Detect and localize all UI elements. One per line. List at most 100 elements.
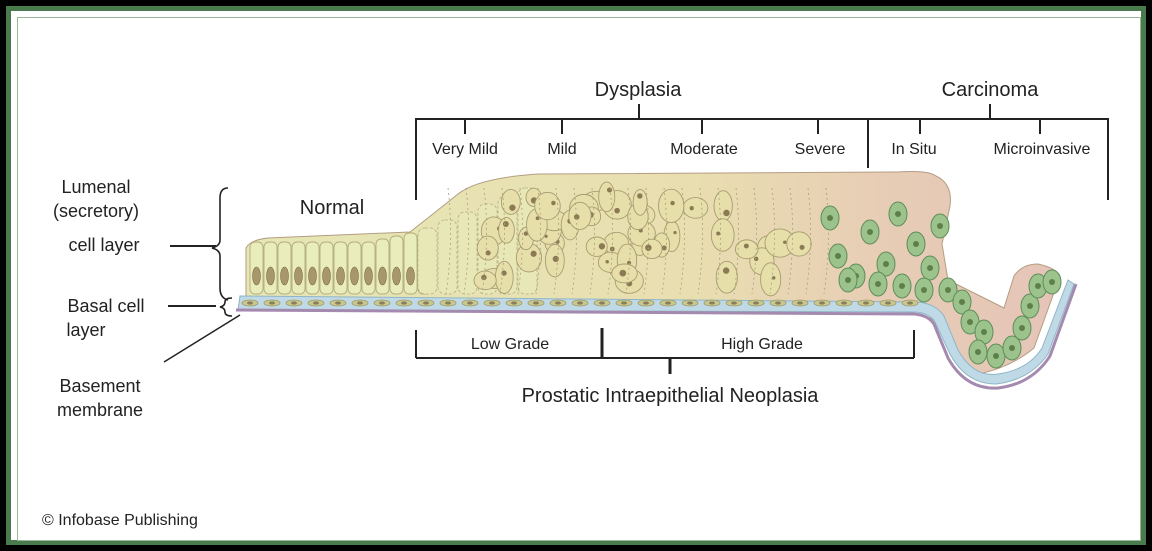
basal-nucleus-core (621, 301, 627, 304)
diagram-panel: Dysplasia Carcinoma Very Mild Mild Moder… (17, 17, 1141, 541)
basal-nucleus-core (885, 301, 891, 304)
nucleolus (645, 244, 652, 251)
basal-nucleus-core (753, 301, 759, 304)
low-grade-label: Low Grade (471, 336, 549, 353)
basal-cells (242, 300, 918, 306)
dysplastic-nucleus (569, 202, 591, 229)
basal-nucleus-core (687, 301, 693, 304)
basal-nucleus-core (709, 301, 715, 304)
columnar-cell (418, 228, 437, 294)
dysplastic-nucleus (683, 198, 708, 219)
tumor-nucleolus (959, 299, 965, 305)
carcinoma-label: Carcinoma (942, 79, 1040, 101)
columnar-nucleus (365, 267, 373, 285)
basal-nucleus-core (797, 301, 803, 304)
nucleolus (509, 205, 515, 211)
lumenal-brace (212, 188, 228, 300)
basal-brace (220, 298, 232, 316)
dysplastic-nucleus (787, 232, 811, 256)
basal-nucleus-core (577, 301, 583, 304)
tumor-nucleolus (827, 215, 833, 221)
tumor-nucleolus (1009, 345, 1015, 351)
nucleolus (673, 231, 676, 234)
tumor-nucleolus (967, 319, 973, 325)
nucleolus (670, 201, 674, 205)
copyright-label: © Infobase Publishing (42, 512, 198, 529)
basal-label-line2: layer (66, 320, 105, 340)
basal-nucleus-core (357, 301, 363, 304)
basal-nucleus-core (907, 301, 913, 304)
basal-nucleus-core (863, 301, 869, 304)
dysplastic-nucleus (711, 219, 734, 251)
basal-nucleus-core (335, 301, 341, 304)
tumor-nucleolus (875, 281, 881, 287)
tumor-nucleolus (921, 287, 927, 293)
nucleolus (690, 206, 694, 210)
basal-nucleus-core (291, 301, 297, 304)
columnar-nucleus (351, 267, 359, 285)
in-situ-label: In Situ (891, 141, 936, 158)
mild-label: Mild (547, 141, 576, 158)
basal-nucleus-core (555, 301, 561, 304)
basal-nucleus-core (247, 301, 253, 304)
columnar-nucleus (323, 267, 331, 285)
basal-nucleus-core (269, 301, 275, 304)
high-grade-label: High Grade (721, 336, 803, 353)
columnar-nucleus (253, 267, 261, 285)
tumor-nucleolus (883, 261, 889, 267)
very-mild-label: Very Mild (432, 141, 498, 158)
basement-label-line1: Basement (59, 376, 140, 396)
tumor-nucleolus (1027, 303, 1033, 309)
green-border: Dysplasia Carcinoma Very Mild Mild Moder… (6, 6, 1146, 545)
basal-nucleus-core (401, 301, 407, 304)
tumor-nucleolus (835, 253, 841, 259)
nucleolus (531, 251, 537, 257)
tumor-nucleolus (981, 329, 987, 335)
basal-label-line1: Basal cell (67, 296, 144, 316)
microinvasive-label: Microinvasive (994, 141, 1091, 158)
nucleolus (754, 257, 758, 261)
basal-nucleus-core (533, 301, 539, 304)
nucleolus (783, 240, 786, 243)
pin-label: Prostatic Intraepithelial Neoplasia (522, 385, 820, 407)
nucleolus (637, 193, 642, 198)
nucleolus (599, 243, 605, 249)
nucleolus (723, 210, 730, 217)
tumor-nucleolus (913, 241, 919, 247)
tumor-nucleolus (993, 353, 999, 359)
basal-nucleus-core (379, 301, 385, 304)
tumor-nucleolus (1019, 325, 1025, 331)
tumor-nucleolus (937, 223, 943, 229)
normal-label: Normal (300, 197, 364, 219)
tumor-nucleolus (975, 349, 981, 355)
columnar-nucleus (295, 267, 303, 285)
basal-nucleus-core (445, 301, 451, 304)
dysplastic-nucleus (714, 191, 732, 221)
basal-nucleus-core (775, 301, 781, 304)
nucleolus (619, 270, 626, 277)
severe-label: Severe (795, 141, 846, 158)
dysplastic-nucleus (501, 189, 520, 214)
tumor-nucleolus (1049, 279, 1055, 285)
dysplastic-nucleus (735, 240, 758, 259)
columnar-nucleus (393, 267, 401, 285)
basement-leader (164, 315, 240, 362)
dysplastic-nucleus (599, 182, 615, 212)
lumenal-label-line1: Lumenal (61, 177, 130, 197)
columnar-nucleus (309, 267, 317, 285)
lumenal-label-line2: (secretory) (53, 201, 139, 221)
columnar-nucleus (267, 267, 275, 285)
nucleolus (772, 276, 776, 280)
columnar-cell (376, 239, 389, 294)
columnar-nucleus (281, 267, 289, 285)
basal-nucleus-core (819, 301, 825, 304)
dysplastic-nucleus (495, 261, 513, 293)
dysplastic-nucleus (716, 261, 737, 293)
dysplastic-nucleus (761, 263, 781, 296)
lumenal-label-line3: cell layer (68, 235, 139, 255)
dysplasia-label: Dysplasia (595, 79, 683, 101)
basal-nucleus-core (489, 301, 495, 304)
dysplastic-nucleus (474, 271, 496, 290)
basal-nucleus-core (643, 301, 649, 304)
basal-nucleus-core (599, 301, 605, 304)
